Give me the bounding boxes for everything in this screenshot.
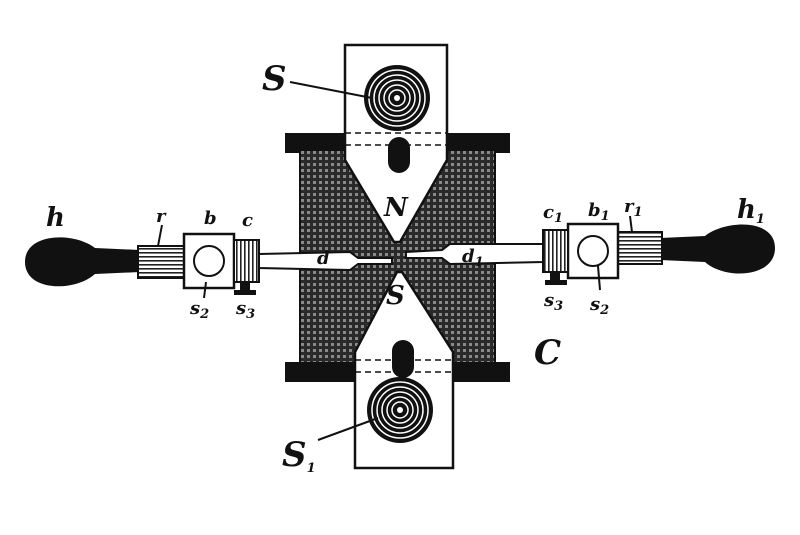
- label-s-top: S: [262, 59, 287, 99]
- left-handle: [25, 237, 140, 287]
- label-h1-sub: 1: [756, 212, 765, 227]
- label-r: r: [156, 206, 167, 227]
- left-clamp-screw: [193, 245, 225, 277]
- top-adjust-slot: [388, 137, 410, 173]
- bottom-adjust-screw: [367, 377, 433, 443]
- label-s3-right-sub: 3: [554, 299, 563, 314]
- label-r1-main: r: [624, 196, 635, 217]
- label-s1: S1: [282, 435, 316, 476]
- top-pole-piece: [343, 43, 449, 244]
- label-c1: c1: [543, 202, 563, 226]
- bottom-adjust-slot: [392, 340, 414, 378]
- label-d1-sub: 1: [475, 255, 484, 270]
- label-h1: h1: [737, 195, 765, 227]
- leader-s2-left: [203, 281, 207, 299]
- label-h1-main: h: [737, 195, 756, 225]
- label-b1: b1: [588, 200, 610, 224]
- label-s1-main: S: [282, 435, 307, 475]
- top-adjust-screw: [364, 65, 430, 131]
- left-collar: [233, 239, 260, 283]
- label-c1-main: c: [543, 202, 554, 223]
- right-set-screw: [550, 272, 560, 282]
- label-d: d: [317, 248, 330, 269]
- label-h: h: [46, 203, 65, 233]
- right-collar: [542, 229, 569, 273]
- leader-lines: [157, 81, 633, 441]
- leader-s-top: [289, 81, 373, 99]
- label-s2-right-sub: 2: [599, 303, 609, 318]
- right-clamp-screw: [577, 235, 609, 267]
- right-carbon-rod: [405, 243, 544, 266]
- label-s2-left: s2: [189, 298, 209, 322]
- label-d1: d1: [462, 246, 484, 270]
- leader-s1: [317, 417, 379, 441]
- label-r1: r1: [624, 196, 643, 220]
- label-d1-main: d: [462, 246, 475, 267]
- label-s2-right-main: s: [589, 294, 600, 315]
- label-s2-right: s2: [589, 294, 609, 318]
- labels: S N S C S1 h r b c d s2 s3 h1 r1 b1 c1 d…: [46, 59, 765, 476]
- label-c-core: C: [534, 333, 561, 373]
- label-s3-left-main: s: [235, 298, 246, 319]
- right-electrode-assembly: [405, 222, 775, 285]
- left-spring: [137, 245, 185, 279]
- right-clamp-block: [566, 222, 620, 280]
- label-s3-left: s3: [235, 298, 255, 322]
- label-b1-sub: 1: [601, 209, 610, 224]
- label-s3-left-sub: 3: [246, 307, 255, 322]
- left-electrode-assembly: [25, 232, 393, 295]
- label-s2-left-sub: 2: [199, 307, 209, 322]
- label-s-center: S: [386, 281, 405, 311]
- left-carbon-rod: [258, 250, 393, 272]
- label-s3-right-main: s: [543, 290, 554, 311]
- label-s3-right: s3: [543, 290, 563, 314]
- label-b1-main: b: [588, 200, 601, 221]
- right-handle: [660, 224, 775, 274]
- leader-r: [157, 224, 163, 247]
- label-b: b: [204, 208, 217, 229]
- label-c1-sub: 1: [554, 211, 563, 226]
- label-c: c: [242, 210, 253, 231]
- leader-r1: [629, 215, 633, 233]
- label-n: N: [383, 193, 409, 223]
- label-r1-sub: 1: [633, 205, 642, 220]
- label-s2-left-main: s: [189, 298, 200, 319]
- left-set-screw: [240, 282, 250, 292]
- right-spring: [615, 231, 663, 265]
- label-s1-sub: 1: [307, 461, 316, 476]
- leader-s2-right: [597, 265, 601, 291]
- bottom-pole-piece: [353, 270, 455, 470]
